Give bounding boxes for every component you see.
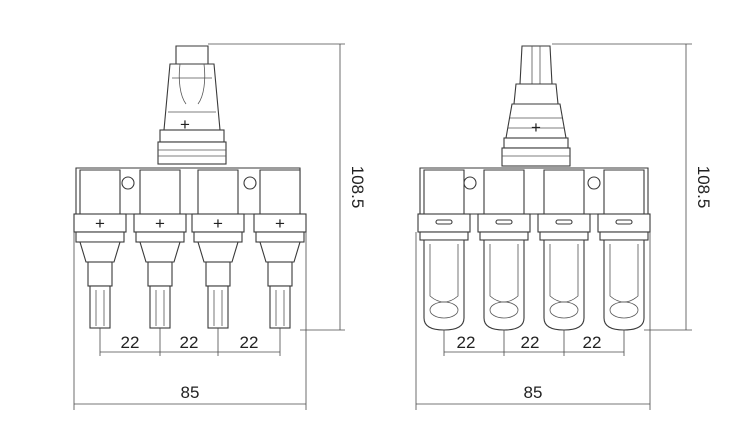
right-port-4 bbox=[597, 169, 651, 331]
svg-text:+: + bbox=[213, 214, 223, 233]
svg-text:+: + bbox=[155, 214, 165, 233]
left-port-2: + bbox=[133, 169, 187, 329]
left-dimensions: 108.5 22 22 22 85 bbox=[73, 43, 367, 410]
right-spacing-1: 22 bbox=[457, 333, 476, 352]
left-connector-view: + + + bbox=[73, 43, 367, 410]
left-port-3: + bbox=[191, 169, 245, 329]
left-lead-polarity-mark: + bbox=[180, 115, 190, 134]
right-port-2 bbox=[477, 169, 531, 331]
left-mount-hole-2 bbox=[243, 176, 257, 190]
right-mount-hole-2 bbox=[587, 176, 601, 190]
right-height-dimension: 108.5 bbox=[694, 166, 713, 209]
right-port-3 bbox=[537, 169, 591, 331]
right-connector-view: + bbox=[415, 43, 713, 410]
left-spacing-1: 22 bbox=[121, 333, 140, 352]
right-width-dimension: 85 bbox=[524, 383, 543, 402]
right-spacing-2: 22 bbox=[521, 333, 540, 352]
left-width-dimension: 85 bbox=[181, 383, 200, 402]
right-lead-polarity-mark: + bbox=[531, 118, 541, 137]
left-height-dimension: 108.5 bbox=[348, 166, 367, 209]
svg-text:+: + bbox=[95, 214, 105, 233]
right-dimensions: 108.5 22 22 22 85 bbox=[415, 43, 713, 410]
left-port-4: + bbox=[253, 169, 307, 329]
left-cable-lead: + bbox=[157, 45, 227, 165]
right-spacing-3: 22 bbox=[583, 333, 602, 352]
right-port-1 bbox=[417, 169, 471, 331]
left-mount-hole-1 bbox=[121, 176, 135, 190]
svg-text:+: + bbox=[275, 214, 285, 233]
left-spacing-2: 22 bbox=[180, 333, 199, 352]
right-cable-lead: + bbox=[501, 45, 571, 167]
left-spacing-3: 22 bbox=[240, 333, 259, 352]
left-port-1: + bbox=[73, 169, 127, 329]
